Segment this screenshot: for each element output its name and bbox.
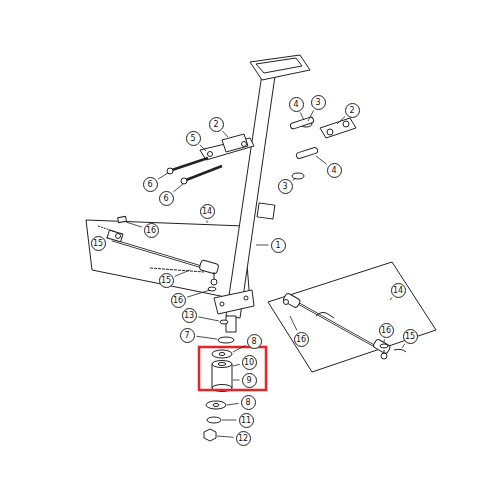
leader-line [337,116,345,124]
tie-rod-frame [268,262,436,372]
upper-clamp [167,116,356,184]
callout-number: 3 [311,95,326,110]
leader-line [222,131,228,137]
callout-number: 14 [391,283,406,298]
callout-number: 8 [241,395,256,410]
leader-line [316,156,327,164]
callout-number: 13 [182,308,197,323]
callout-number: 6 [143,177,158,192]
leader-line [227,403,239,405]
callout-number: 15 [91,236,106,251]
callout-number: 9 [242,373,257,388]
callout-number: 14 [200,204,215,219]
leader-line [390,297,392,300]
callout-number: 10 [242,355,257,370]
callout-number: 5 [186,131,201,146]
leader-line [256,245,269,246]
tie-rod [283,293,406,359]
callout-number: 6 [159,191,174,206]
callout-number: 4 [327,163,342,178]
tie-rod-frame [86,220,250,302]
leader-line [175,270,190,276]
leader-line [233,380,240,381]
callout-number: 7 [180,328,195,343]
leader-line [158,173,168,179]
callout-number: 4 [289,97,304,112]
callout-number: 8 [247,334,262,349]
leader-line [198,317,219,321]
callout-number: 2 [209,117,224,132]
leader-line [293,178,296,180]
leader-line [308,110,314,121]
callout-number: 1 [271,238,286,253]
callout-number: 16 [294,332,309,347]
callout-number: 3 [278,179,293,194]
callout-number: 16 [144,223,159,238]
steering-column [214,55,310,332]
leader-line [217,436,234,437]
leader-line [173,184,183,192]
leader-line [290,316,297,330]
highlight-frame [199,347,266,390]
leader-line [196,336,217,339]
callout-number: 2 [345,103,360,118]
callout-number: 15 [159,273,174,288]
callout-number: 15 [403,329,418,344]
leader-line [300,112,304,120]
leader-line [187,290,210,297]
leader-line [233,345,246,352]
callout-number: 12 [236,431,251,446]
tie-rod [98,216,219,291]
leader-line [200,145,206,151]
leader-line [106,237,108,238]
leader-line [384,339,385,342]
leader-line [233,364,240,366]
callout-number: 16 [171,293,186,308]
leader-line [207,221,208,224]
leader-line [402,344,405,348]
leader-line [126,222,142,227]
callout-number: 11 [239,413,254,428]
leader-line [222,420,237,421]
callout-number: 16 [379,323,394,338]
